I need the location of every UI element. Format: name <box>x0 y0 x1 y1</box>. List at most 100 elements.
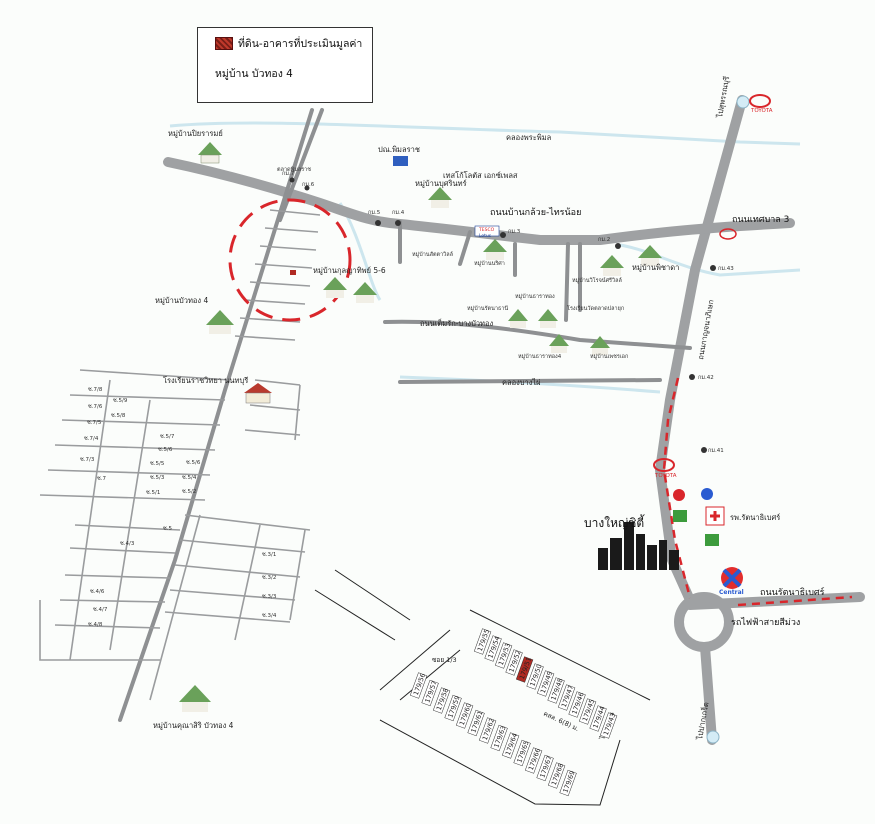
subject-swatch <box>215 37 233 50</box>
soi-label: ซ.4/8 <box>88 621 103 628</box>
plot-box <box>467 709 485 737</box>
soi-grid <box>39 209 321 701</box>
soi-label: ซ.4/3 <box>120 540 135 547</box>
label-purple-line: รถไฟฟ้าสายสีม่วง <box>731 617 800 628</box>
post-office-icon <box>393 156 408 166</box>
label-bangyai-city: บางใหญ่ซิตี้ <box>584 514 645 530</box>
fuel-icons <box>673 488 719 546</box>
soi-label: ซ.4/6 <box>90 588 105 595</box>
legend-subject-label: ที่ดิน-อาคารที่ประเมินมูลค่า <box>238 38 363 50</box>
plot-box <box>421 679 439 707</box>
plot-box <box>473 628 492 655</box>
central-logo <box>721 567 743 589</box>
label-school-ratchawit: โรงเรียนราชวิทยา นนทบุรี <box>163 376 248 385</box>
km-label: กม.4 <box>392 210 405 216</box>
village-icons <box>179 142 662 712</box>
soi-label: ซ.7/5 <box>87 419 102 426</box>
label-market: ตลาดพิมลราช <box>277 166 311 173</box>
city-skyline-icon <box>598 522 679 570</box>
label-road-temrak: ถนนเต็มรัก-บางบัวทอง <box>420 318 494 328</box>
plot-box <box>589 705 607 732</box>
plot-diagram <box>314 569 651 806</box>
label-road-rattanathibet: ถนนรัตนาธิเบศร์ <box>760 586 825 598</box>
plot-box <box>559 769 577 797</box>
plot-box <box>568 691 586 718</box>
soi-label: ซ.5/8 <box>111 412 126 419</box>
pakkret-marker <box>706 730 720 744</box>
tesco-logo-top: TESCO <box>478 227 495 233</box>
label-toyota-mid: TOYOTA <box>654 473 677 479</box>
plot-box <box>490 724 508 752</box>
soi-label: ซ.7/4 <box>84 435 99 442</box>
road-to-pakkret <box>700 642 717 745</box>
label-v-thongthorn: หมู่บ้านธาราทอง <box>515 293 555 300</box>
school-icon <box>244 383 272 404</box>
plot-box <box>484 635 502 662</box>
label-canal-bangphai: คลองบางไผ่ <box>502 378 541 387</box>
soi-label: ซ.5/6 <box>158 446 173 453</box>
km-label: กม.6 <box>302 182 315 188</box>
plot-box <box>455 702 474 729</box>
soi-label: ซ.5/7 <box>160 433 175 440</box>
km-label: กม.43 <box>718 266 734 272</box>
km-label: กม.3 <box>508 229 521 235</box>
plot-box <box>536 670 555 697</box>
plot-box <box>444 694 462 722</box>
plot-box <box>557 684 576 711</box>
soi-label: ซ.7/8 <box>88 386 103 393</box>
label-to-suphan: ไปสุพรรณบุรี <box>715 76 731 120</box>
soi-labels: ซ.7/8ซ.7/6ซ.7/5ซ.7/4ซ.7/3ซ.5/9ซ.5/8ซ.5/7… <box>80 386 277 628</box>
plot-box <box>432 687 451 714</box>
label-road-kanchana: ถนนกาญจนาภิเษก <box>696 299 715 360</box>
legend-village-label: หมู่บ้าน บัวทอง 4 <box>215 68 293 80</box>
label-v-wirothsri: หมู่บ้านวิโรจน์ศรีวิลล์ <box>572 276 622 284</box>
plot-box <box>536 754 554 782</box>
plot-box <box>547 677 565 704</box>
plot-box <box>526 663 544 690</box>
label-post-office: ปณ.พิมลราช <box>378 145 420 154</box>
km-label: กม.42 <box>698 375 714 381</box>
km-label: กม.7 <box>282 171 295 177</box>
label-v-bucharin: หมู่บ้านบุศรินทร์ <box>415 179 467 188</box>
plot-box <box>501 732 520 759</box>
soi-label: ซ.3/1 <box>262 551 276 558</box>
legend-box: ที่ดิน-อาคารที่ประเมินมูลค่า หมู่บ้าน บั… <box>197 27 373 103</box>
soi-label: ซ.5/4 <box>182 474 197 481</box>
plot-box <box>513 739 531 767</box>
label-v-buathong4: หมู่บ้านบัวทอง 4 <box>155 296 208 305</box>
km-label: กม.5 <box>368 210 381 216</box>
hospital-icon <box>705 506 725 526</box>
soi-label: ซ.3/2 <box>262 574 276 581</box>
label-v-thongthorn4: หมู่บ้านธาราทอง4 <box>518 353 562 360</box>
plot-box <box>599 712 618 739</box>
label-road-thesaban3: ถนนเทศบาล 3 <box>732 215 789 225</box>
soi-label: ซ.7/6 <box>88 403 103 410</box>
plot-box <box>578 698 597 725</box>
label-v-ratnathanee: หมู่บ้านรัตนาธานี <box>467 305 508 312</box>
label-tesco: เทสโก้โลตัส เอกซ์เพลส <box>443 171 518 180</box>
tesco-logo-bottom: Lotus <box>479 233 492 239</box>
subject-plot <box>515 656 534 683</box>
label-canal-phimon: คลองพระพิมล <box>506 133 551 142</box>
soi-label: ซ.5 <box>163 525 172 532</box>
plot-box <box>547 762 566 789</box>
soi-label: ซ.7/3 <box>80 456 95 463</box>
route-highlight <box>662 377 853 607</box>
km-markers <box>289 177 716 453</box>
subject-area-circle <box>228 198 352 322</box>
secondary-roads <box>118 108 692 722</box>
label-v-phetchakeng: หมู่บ้านเพชรเอก <box>590 353 628 360</box>
soi-label: ซ.4/7 <box>93 606 108 613</box>
soi-label: ซ.5/1 <box>146 489 160 496</box>
label-school-wat: โรงเรียนวัดตลาดปลายุก <box>567 304 624 312</box>
plot-box <box>409 672 428 699</box>
label-toyota-top: TOYOTA <box>750 108 773 114</box>
label-v-naritha: หมู่บ้านนริศา <box>474 260 505 267</box>
km-label: กม.2 <box>598 237 610 243</box>
label-v-kanyathip: หมู่บ้านกุลญาทิพย์ 5-6 <box>313 266 386 275</box>
plot-numbers: 179/55179/54179/53179/52179/51179/50179/… <box>409 628 618 797</box>
soi-label: ซ.5/6 <box>186 459 201 466</box>
label-v-kunasiri: หมู่บ้านคุณาสิริ บัวทอง 4 <box>153 721 234 730</box>
plot-box <box>478 717 497 744</box>
